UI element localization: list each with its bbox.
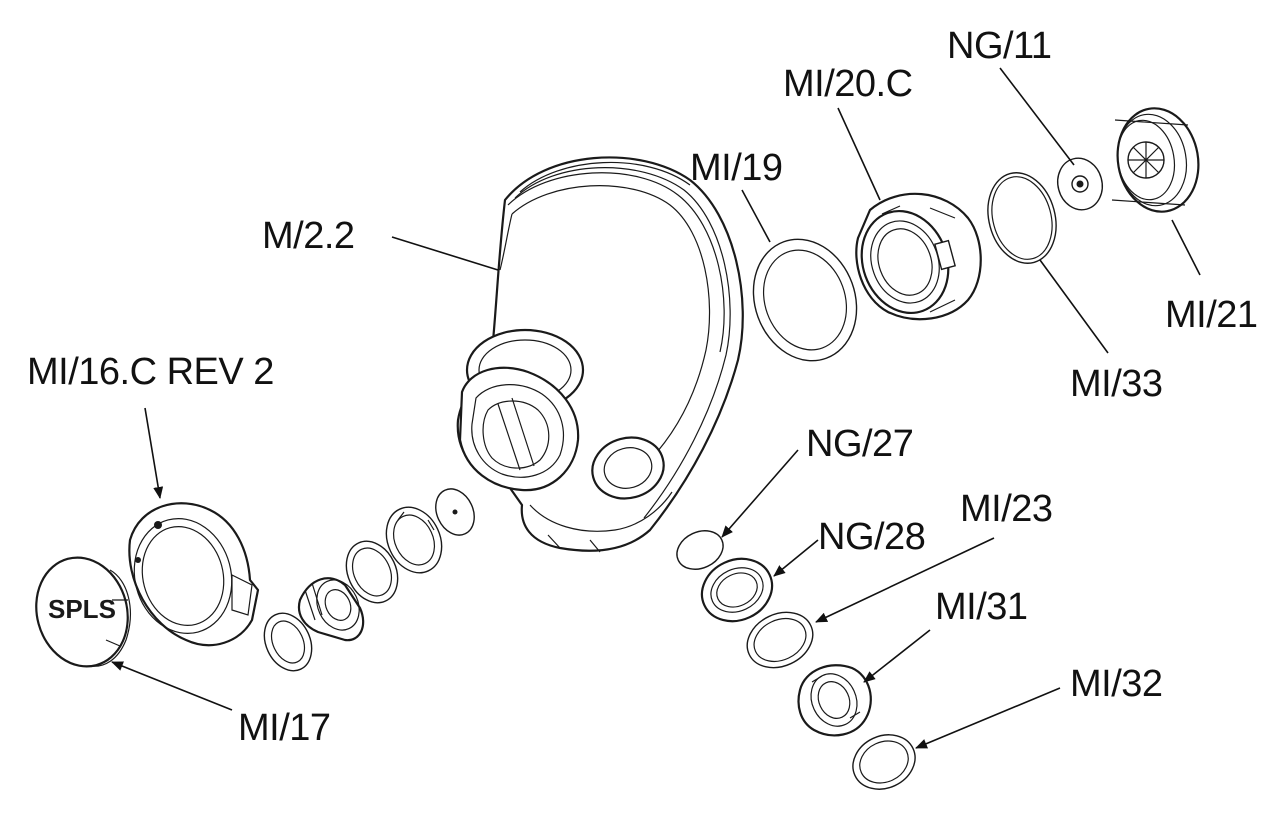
leader-mi23 [815, 537, 995, 623]
leader-ng27 [721, 449, 799, 538]
left-valve-disc [435, 488, 475, 536]
mi19-gasket-ring [752, 238, 858, 362]
leader-mi19 [741, 189, 771, 243]
mi32-o-ring [852, 734, 916, 790]
mi16c-holder [128, 502, 260, 647]
label-mi16c: MI/16.C REV 2 [27, 351, 274, 393]
part-labels: NG/11 MI/20.C MI/19 M/2.2 MI/21 MI/33 MI… [27, 25, 1258, 749]
mi17-cap: SPLS [35, 556, 131, 668]
ng27-valve-disc [676, 530, 724, 570]
leader-ng28 [773, 539, 819, 577]
left-valve-seat [385, 506, 443, 574]
left-valve-ring [345, 540, 399, 604]
leader-lines [111, 67, 1201, 749]
label-m22: M/2.2 [262, 215, 355, 257]
ng11-valve-disc [1057, 157, 1103, 211]
mi23-gasket [746, 611, 814, 669]
leader-ng11 [999, 67, 1075, 166]
left-valve-body [297, 577, 365, 642]
leader-mi31 [863, 629, 931, 683]
leader-mi20c [837, 107, 881, 201]
label-ng11: NG/11 [947, 25, 1052, 67]
ng28-valve-seat [700, 557, 774, 623]
label-mi19: MI/19 [690, 147, 783, 189]
label-mi33: MI/33 [1070, 363, 1163, 405]
mi33-o-ring [987, 172, 1057, 264]
label-ng28: NG/28 [818, 516, 925, 558]
left-small-gasket [263, 612, 313, 672]
leader-mi32 [915, 687, 1061, 749]
label-mi17: MI/17 [238, 707, 331, 749]
label-mi20c: MI/20.C [783, 63, 913, 105]
leader-mi16c [144, 407, 164, 499]
cap-logo: SPLS [48, 594, 116, 624]
mask-body-part [456, 156, 744, 553]
leader-mi21 [1171, 219, 1201, 276]
mi21-filter-cap [1111, 107, 1200, 213]
leader-mi17 [111, 661, 233, 711]
leader-m22 [391, 236, 499, 271]
label-mi21: MI/21 [1165, 294, 1258, 336]
leader-mi33 [1039, 259, 1109, 354]
mi31-valve-housing [797, 664, 872, 737]
label-mi31: MI/31 [935, 586, 1028, 628]
mi20c-adaptor [855, 192, 982, 321]
label-mi32: MI/32 [1070, 663, 1163, 705]
label-mi23: MI/23 [960, 488, 1053, 530]
label-ng27: NG/27 [806, 423, 913, 465]
